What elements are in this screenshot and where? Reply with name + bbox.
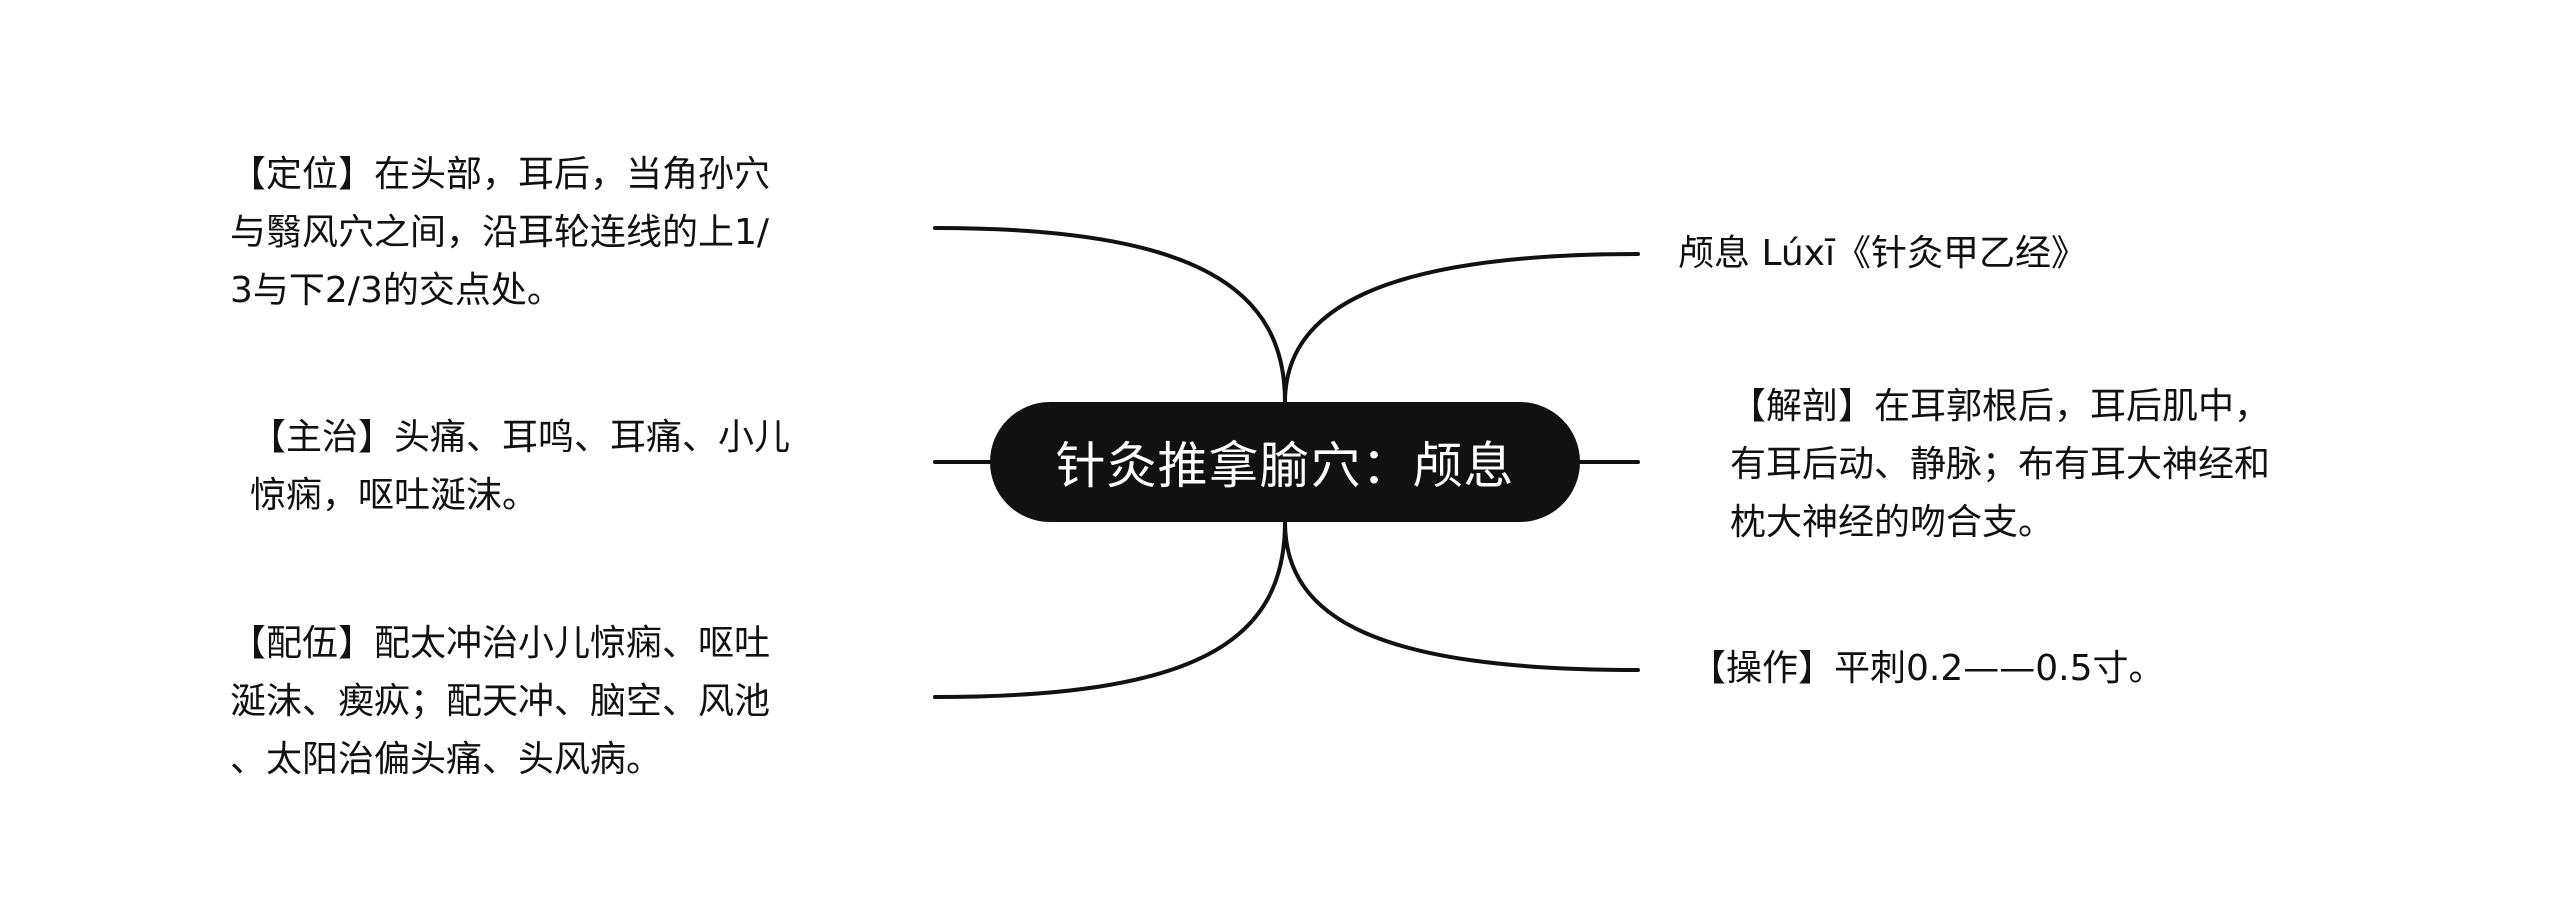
branch-combination[interactable]: 【配伍】配太冲治小儿惊痫、呕吐 涎沫、瘈疭；配天冲、脑空、风池 、太阳治偏头痛、… <box>230 623 771 780</box>
branch-anatomy[interactable]: 【解剖】在耳郭根后，耳后肌中， 有耳后动、静脉；布有耳大神经和 枕大神经的吻合支… <box>1730 386 2271 543</box>
branch-location[interactable]: 【定位】在头部，耳后，当角孙穴 与翳风穴之间，沿耳轮连线的上1/ 3与下2/3的… <box>230 154 771 311</box>
connector-name <box>1283 252 1640 404</box>
branch-operation[interactable]: 【操作】平刺0.2——0.5寸。 <box>1690 648 2165 689</box>
central-topic[interactable]: 针灸推拿腧穴：颅息 <box>990 402 1580 522</box>
branch-indications[interactable]: 【主治】头痛、耳鸣、耳痛、小儿 惊痫，呕吐涎沫。 <box>250 417 791 516</box>
connector-combination <box>933 520 1287 699</box>
branch-name[interactable]: 颅息 Lúxī《针灸甲乙经》 <box>1678 233 2087 274</box>
connector-operation <box>1283 520 1640 672</box>
connector-location <box>933 226 1287 404</box>
